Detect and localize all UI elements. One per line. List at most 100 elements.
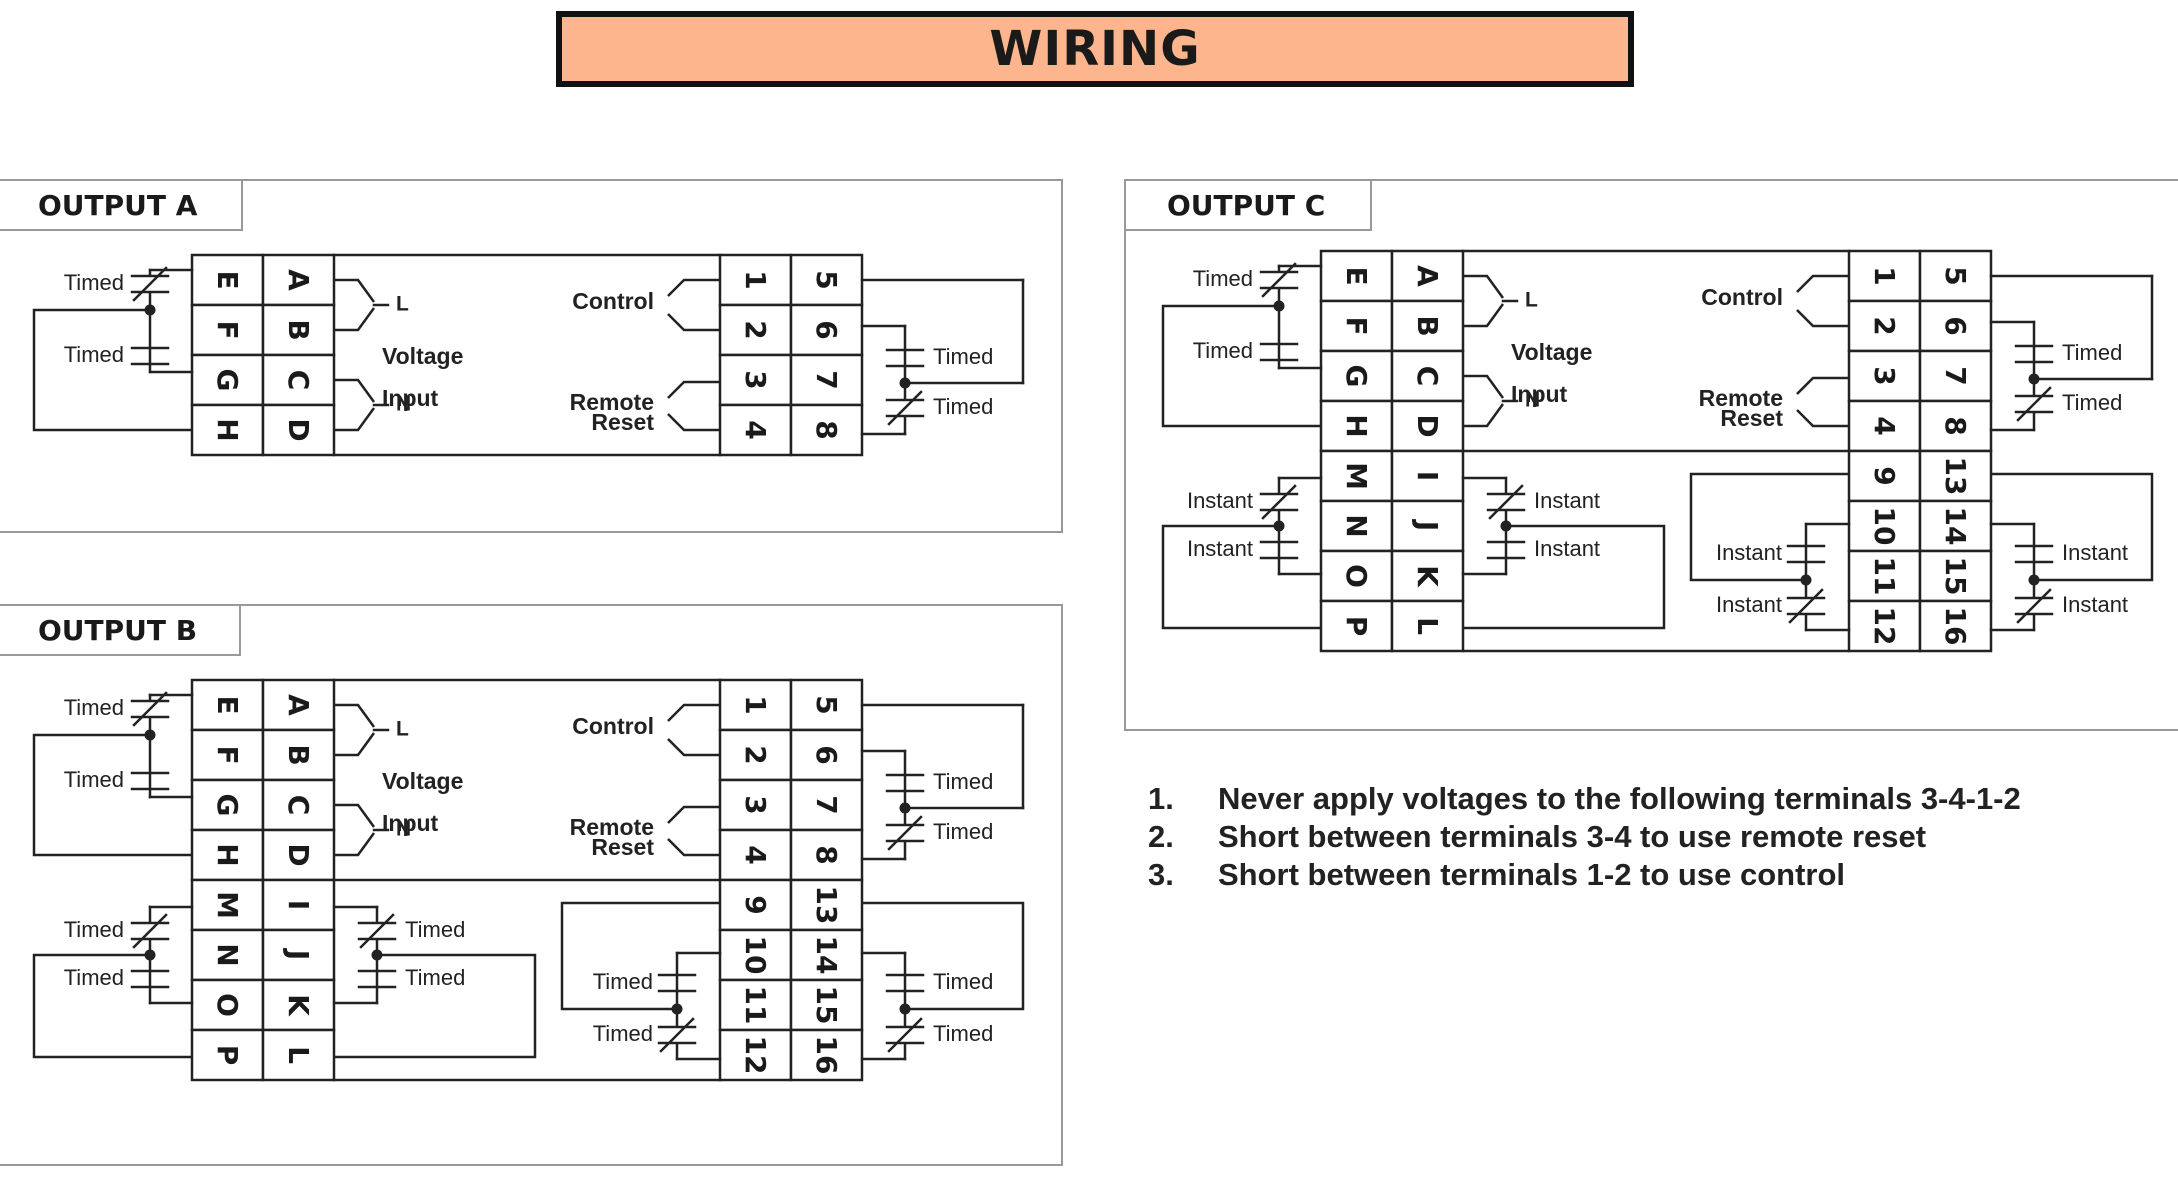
terminal-label: A bbox=[1411, 265, 1444, 287]
terminal-cell bbox=[718, 878, 793, 932]
terminal-cell bbox=[261, 778, 336, 832]
contact-slash bbox=[132, 266, 168, 302]
contact-label: Instant bbox=[1534, 536, 1600, 561]
terminal-cell bbox=[1847, 599, 1922, 653]
voltage-bracket bbox=[334, 732, 376, 757]
voltage-bracket bbox=[1463, 303, 1505, 328]
terminal-cell bbox=[789, 253, 864, 307]
terminal-cell bbox=[190, 353, 265, 407]
terminal-cell bbox=[261, 303, 336, 357]
voltage-bracket bbox=[334, 832, 376, 857]
voltage-bracket bbox=[334, 703, 376, 728]
terminal-label: 16 bbox=[810, 1036, 843, 1075]
terminal-label: 15 bbox=[810, 986, 843, 1025]
terminal-label: B bbox=[1411, 315, 1444, 336]
control-bracket bbox=[667, 738, 720, 757]
terminal-label: K bbox=[282, 994, 315, 1017]
panel-title: OUTPUT A bbox=[38, 189, 198, 222]
terminal-label: 5 bbox=[810, 695, 843, 714]
terminal-label: 3 bbox=[1868, 366, 1901, 385]
terminal-cell bbox=[1918, 549, 1993, 603]
terminal-label: P bbox=[211, 1045, 244, 1066]
contact-label: Instant bbox=[2062, 540, 2128, 565]
terminal-label: L bbox=[1411, 617, 1444, 635]
contact-label: Timed bbox=[64, 342, 124, 367]
voltage-input-label: Input bbox=[382, 385, 439, 411]
contact-slash bbox=[659, 1017, 695, 1053]
terminal-label: 7 bbox=[1939, 366, 1972, 385]
title-box: WIRING bbox=[556, 11, 1634, 87]
contact-label: Instant bbox=[1187, 488, 1253, 513]
terminal-cell bbox=[789, 978, 864, 1032]
terminal-cell bbox=[789, 403, 864, 457]
contact-label: Instant bbox=[1534, 488, 1600, 513]
terminal-label: 8 bbox=[810, 845, 843, 864]
terminal-label: O bbox=[211, 993, 244, 1017]
panel-title: OUTPUT B bbox=[38, 614, 197, 647]
voltage-input-label: Voltage bbox=[382, 768, 463, 794]
voltage-n-label: N bbox=[396, 393, 411, 416]
contact-slash bbox=[1788, 588, 1824, 624]
terminal-label: 2 bbox=[1868, 316, 1901, 335]
control-bracket bbox=[1796, 309, 1849, 328]
terminal-label: 7 bbox=[810, 795, 843, 814]
terminal-label: 12 bbox=[739, 1036, 772, 1075]
terminal-label: J bbox=[282, 948, 315, 960]
page-title: WIRING bbox=[989, 21, 1201, 77]
terminal-cell bbox=[1319, 249, 1394, 303]
terminal-label: 8 bbox=[1939, 416, 1972, 435]
terminal-cell bbox=[718, 928, 793, 982]
control-bracket bbox=[1796, 274, 1849, 293]
terminal-label: O bbox=[1340, 564, 1373, 588]
terminal-label: 16 bbox=[1939, 607, 1972, 646]
terminal-cell bbox=[789, 728, 864, 782]
control-label: Control bbox=[1701, 284, 1783, 310]
note-text: Never apply voltages to the following te… bbox=[1218, 781, 2021, 816]
panel-tab bbox=[1124, 179, 1372, 231]
reset-label: Reset bbox=[1720, 405, 1783, 431]
reset-bracket bbox=[667, 805, 720, 824]
terminal-label: L bbox=[282, 1046, 315, 1064]
note-number: 3. bbox=[1148, 857, 1174, 892]
loop-wire bbox=[1689, 472, 1849, 582]
contact-label: Timed bbox=[2062, 340, 2122, 365]
terminal-label: 13 bbox=[1939, 457, 1972, 496]
contact-slash bbox=[2016, 588, 2052, 624]
panel-tab bbox=[0, 179, 243, 231]
terminal-label: E bbox=[211, 270, 244, 289]
terminal-cell bbox=[190, 928, 265, 982]
terminal-label: A bbox=[282, 694, 315, 716]
terminal-cell bbox=[1319, 549, 1394, 603]
terminal-label: B bbox=[282, 319, 315, 340]
terminal-cell bbox=[718, 403, 793, 457]
note-number: 2. bbox=[1148, 819, 1174, 854]
control-bracket bbox=[667, 703, 720, 722]
control-bracket bbox=[667, 313, 720, 332]
panel-frame bbox=[1124, 179, 2178, 731]
terminal-label: A bbox=[282, 269, 315, 291]
terminal-label: 13 bbox=[810, 886, 843, 925]
terminal-label: 7 bbox=[810, 370, 843, 389]
terminal-cell bbox=[789, 778, 864, 832]
voltage-l-label: L bbox=[396, 293, 409, 316]
panel-frame bbox=[0, 179, 1063, 533]
terminal-cell bbox=[1390, 399, 1465, 453]
terminal-label: 10 bbox=[739, 936, 772, 975]
terminal-label: C bbox=[282, 370, 315, 391]
terminal-label: H bbox=[1340, 414, 1373, 437]
voltage-n-label: N bbox=[1525, 389, 1540, 412]
contact-label: Timed bbox=[1193, 266, 1253, 291]
terminal-cell bbox=[1319, 399, 1394, 453]
contact-slash bbox=[1261, 262, 1297, 298]
terminal-label: D bbox=[282, 418, 315, 441]
terminal-label: 4 bbox=[739, 845, 772, 864]
contact-slash bbox=[887, 390, 923, 426]
reset-bracket bbox=[1796, 376, 1849, 395]
terminal-label: I bbox=[282, 900, 315, 910]
voltage-bracket bbox=[334, 407, 376, 432]
terminal-label: F bbox=[211, 320, 244, 339]
loop-wire bbox=[862, 901, 1025, 1011]
voltage-bracket bbox=[334, 278, 376, 303]
loop-wire bbox=[560, 901, 720, 1011]
